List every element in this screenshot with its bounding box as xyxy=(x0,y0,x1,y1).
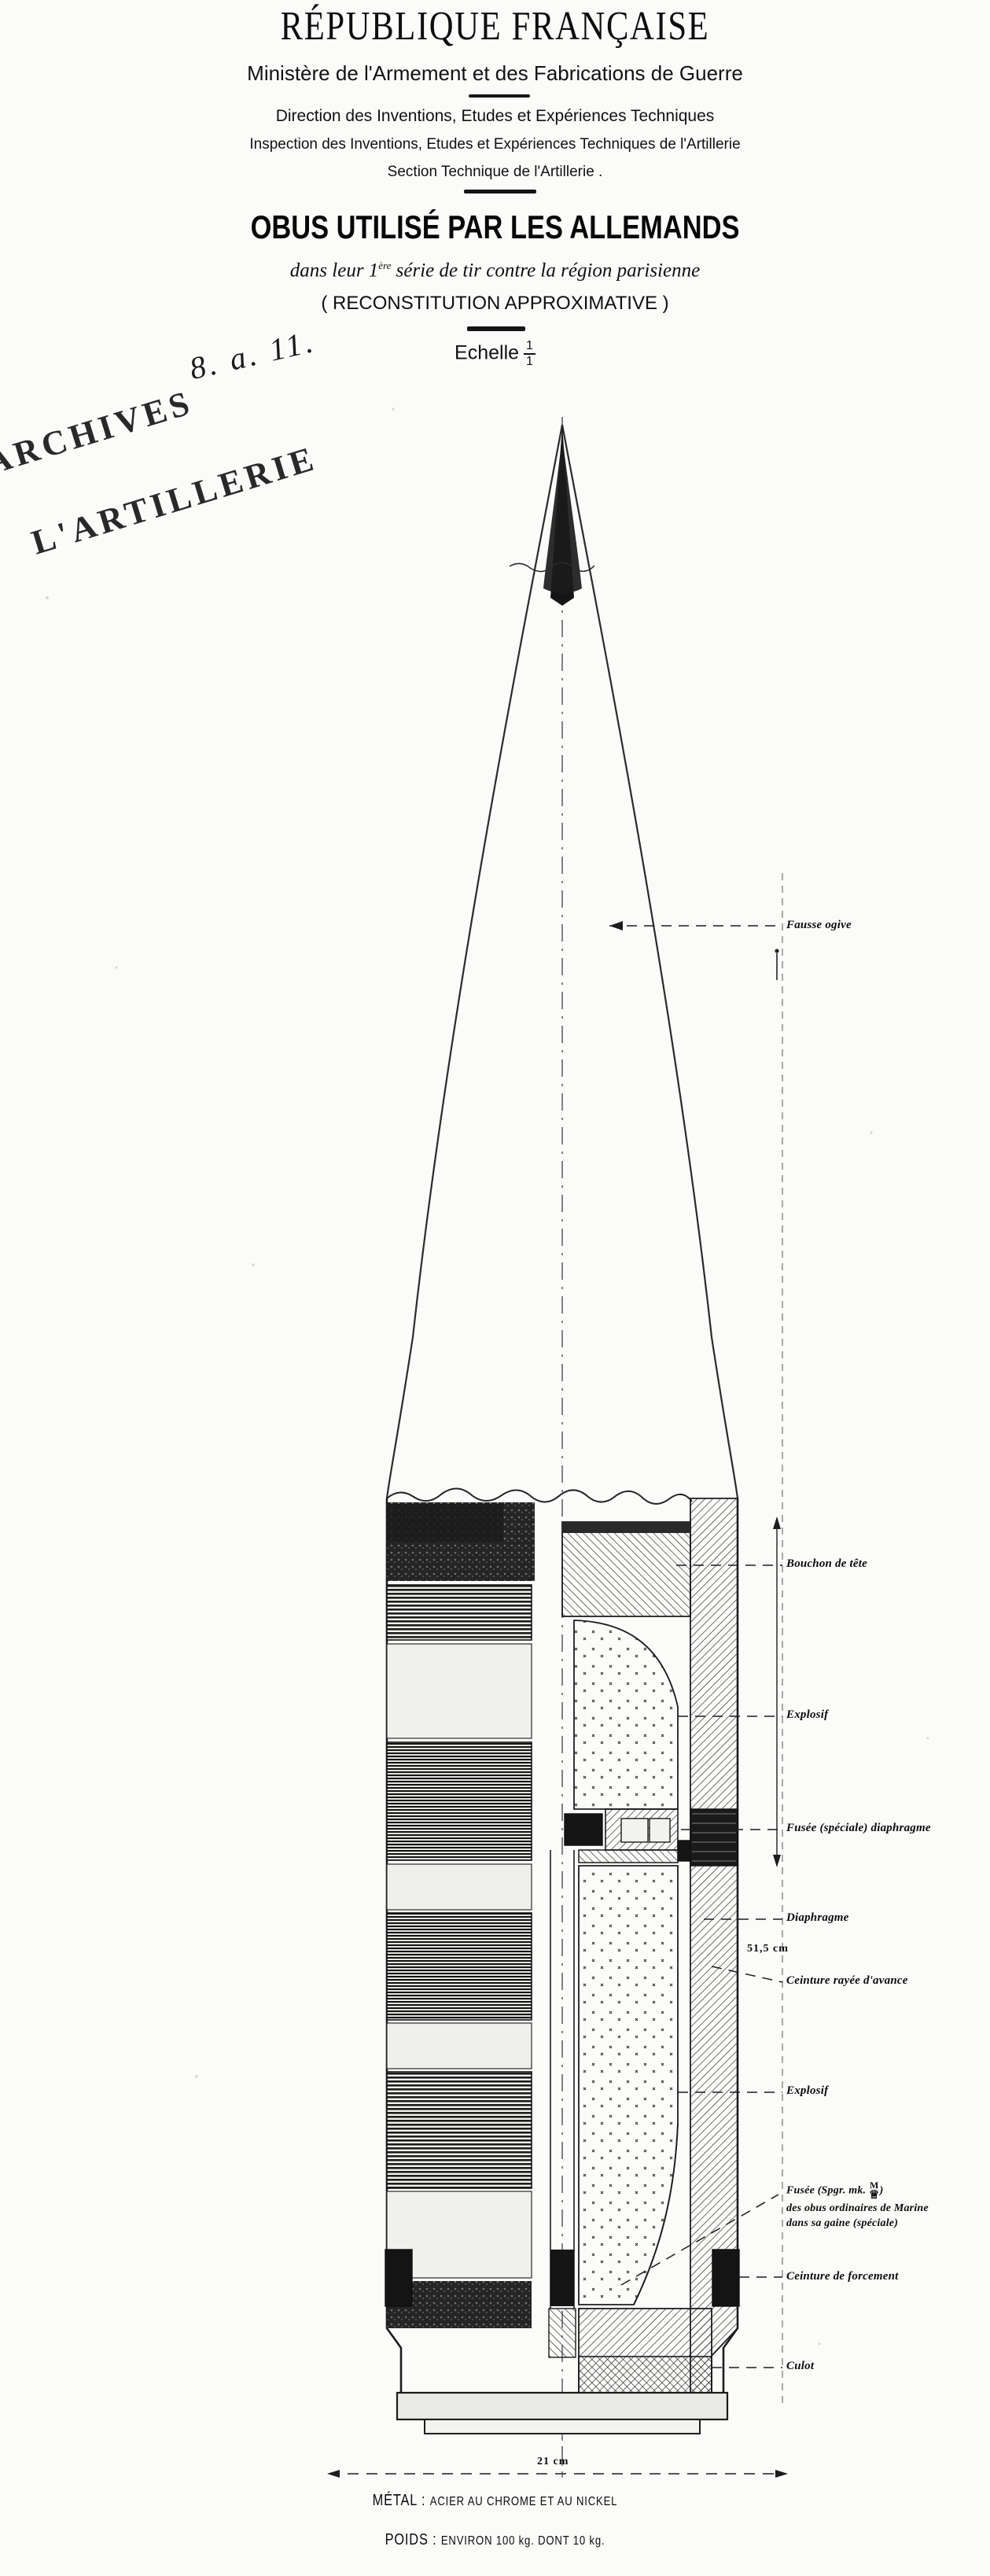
scale-label: Echelle xyxy=(455,341,520,364)
callout-explosif-lower: Explosif xyxy=(786,2084,829,2097)
callout-explosif-upper: Explosif xyxy=(786,1708,829,1721)
subtitle-serie-prefix: dans leur 1 xyxy=(289,260,379,282)
callout-leader-lines xyxy=(609,873,783,2407)
crown-glyph-icon: ♕ xyxy=(868,2189,880,2202)
callout-culot: Culot xyxy=(786,2360,815,2372)
dimension-length: 51,5 cm xyxy=(747,1943,789,1955)
direction-line: Direction des Inventions, Etudes et Expé… xyxy=(275,107,715,125)
callout-fausse-ogive: Fausse ogive xyxy=(786,919,852,931)
scale-denominator: 1 xyxy=(526,355,533,368)
footer-poids-label: POIDS : xyxy=(385,2531,437,2548)
axial-fuze-channel xyxy=(548,1850,576,2358)
length-dimension-arrow xyxy=(773,1516,781,1867)
subtitle-serie: dans leur 1ère série de tir contre la ré… xyxy=(0,260,990,282)
callout-fusee-marine-line1: Fusée (Spgr. mk. xyxy=(786,2184,867,2197)
footer-poids-line: POIDS : ENVIRON 100 kg. DONT 10 kg. xyxy=(89,2531,900,2549)
callout-bouchon-de-tete: Bouchon de tête xyxy=(786,1557,867,1570)
shell-exterior-left-half xyxy=(386,1502,535,2328)
scale-fraction-bar xyxy=(524,353,535,355)
paper-speckle xyxy=(46,407,929,2346)
callout-ceinture-de-forcement: Ceinture de forcement xyxy=(786,2270,899,2283)
ogive-nose-tip xyxy=(509,425,595,606)
callout-fusee-marine-line2: des obus ordinaires de Marine xyxy=(786,2202,929,2214)
subtitle-serie-rest: série de tir contre la région parisienne xyxy=(396,260,701,282)
dimension-diameter: 21 cm xyxy=(537,2456,569,2467)
false-ogive-outline xyxy=(385,424,739,1499)
footer-metal-line: MÉTAL : ACIER AU CHROME ET AU NICKEL xyxy=(89,2492,900,2510)
section-line: Section Technique de l'Artillerie . xyxy=(387,164,603,180)
inspection-line: Inspection des Inventions, Etudes et Exp… xyxy=(249,136,741,153)
main-title: OBUS UTILISÉ PAR LES ALLEMANDS xyxy=(250,208,740,245)
divider-rule-1 xyxy=(469,94,530,98)
callout-ceinture-rayee-davance: Ceinture rayée d'avance xyxy=(786,1974,908,1987)
callout-fusee-speciale-diaphragme: Fusée (spéciale) diaphragme xyxy=(786,1822,931,1834)
subtitle-serie-ordinal: ère xyxy=(378,260,392,271)
crown-mark-icon: M ♕ xyxy=(869,2180,880,2202)
diameter-dimension-arrow xyxy=(327,2434,788,2478)
ministry-line: Ministère de l'Armement et des Fabricati… xyxy=(247,61,743,85)
divider-rule-2 xyxy=(464,190,536,193)
scale-numerator: 1 xyxy=(526,339,533,352)
footer-poids-value: ENVIRON 100 kg. DONT 10 kg. xyxy=(440,2534,605,2548)
page-title: RÉPUBLIQUE FRANÇAISE xyxy=(280,4,710,49)
scale-fraction: 1 1 xyxy=(524,340,535,368)
divider-rule-3 xyxy=(467,326,525,331)
crown-mark-letter: M xyxy=(869,2180,879,2191)
callout-fusee-marine-line3: dans sa gaine (spéciale) xyxy=(786,2217,899,2229)
callout-fusee-marine: Fusée (Spgr. mk. M ♕ ) des obus ordinair… xyxy=(786,2180,929,2229)
subtitle-reconstitution: ( RECONSTITUTION APPROXIMATIVE ) xyxy=(321,293,669,314)
callout-diaphragme: Diaphragme xyxy=(786,1911,849,1924)
footer-metal-label: MÉTAL : xyxy=(372,2492,426,2509)
scale-note: Echelle 1 1 xyxy=(0,340,990,368)
shell-section-right-half xyxy=(385,1498,740,2434)
body-torn-edge xyxy=(386,1487,693,1505)
footer-metal-value: ACIER AU CHROME ET AU NICKEL xyxy=(429,2495,618,2508)
